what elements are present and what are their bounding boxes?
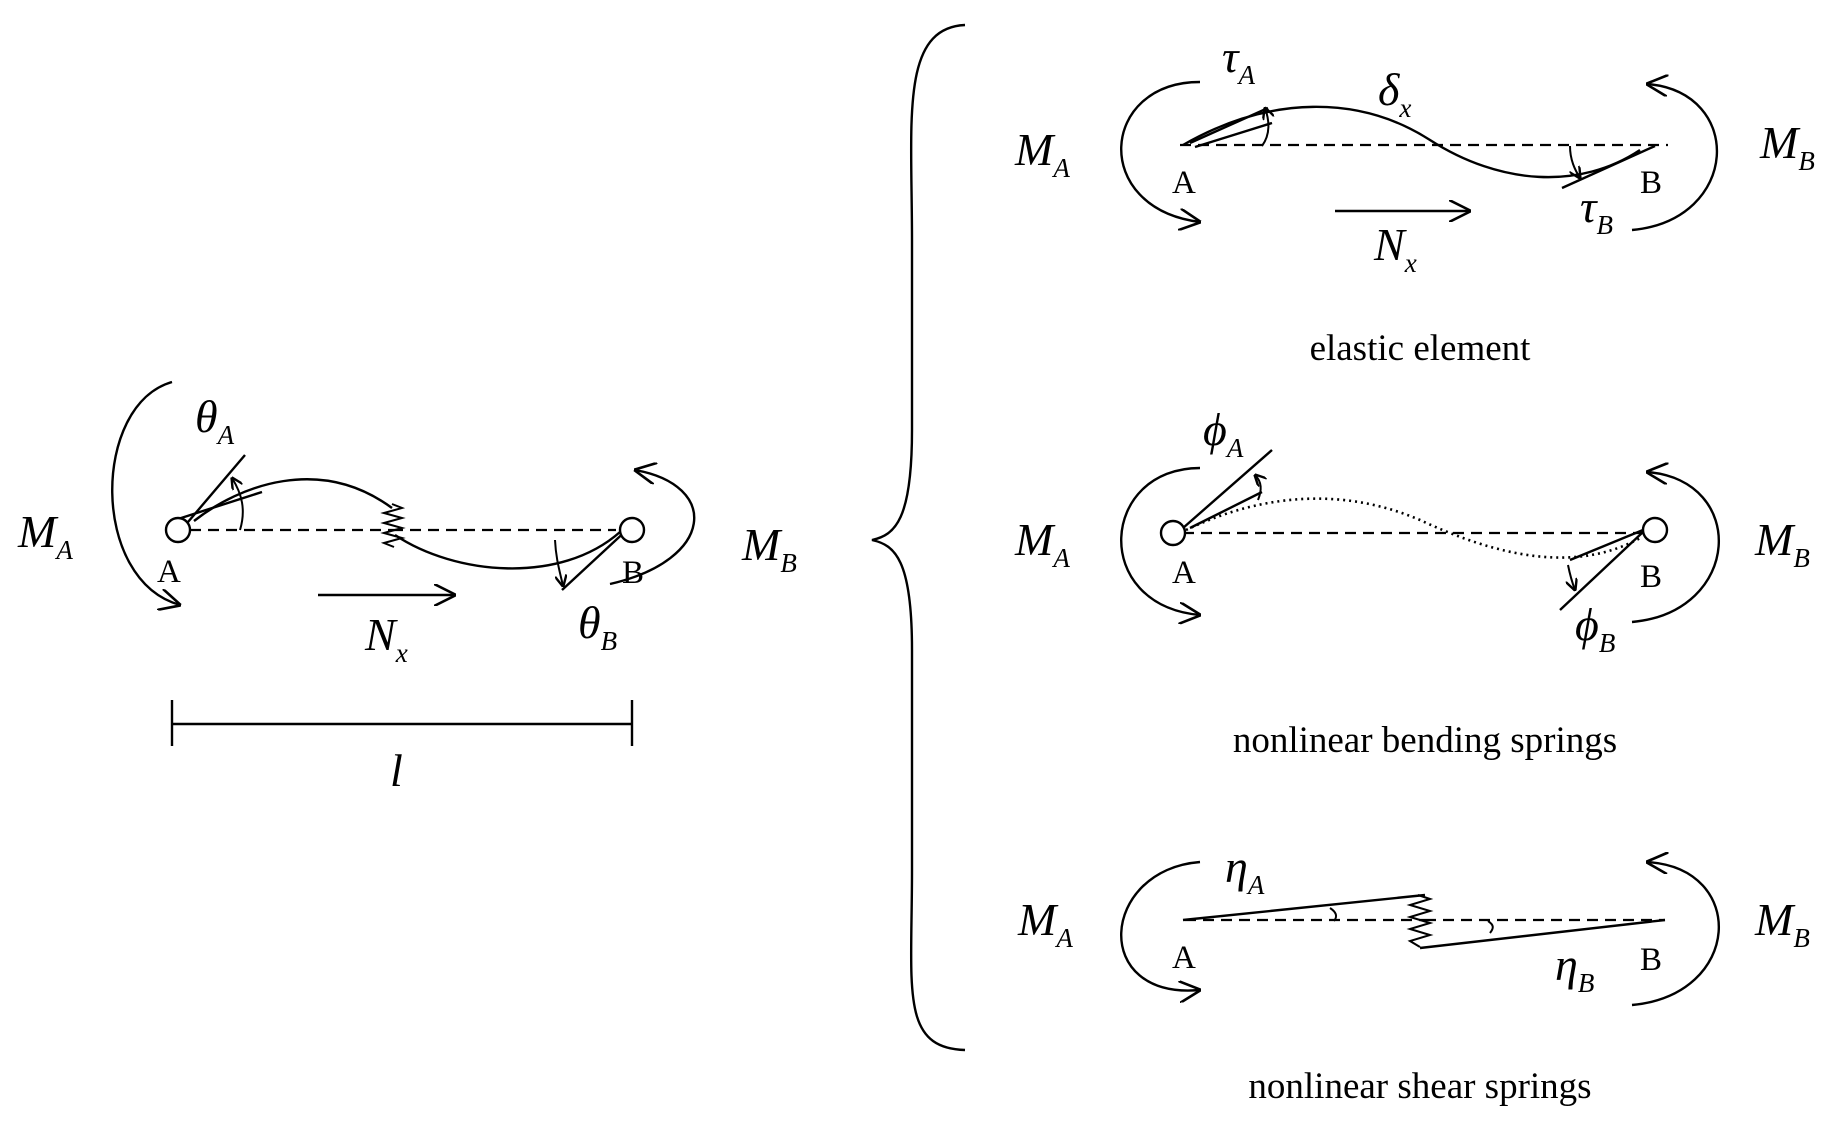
caption-bending-springs: nonlinear bending springs <box>1233 720 1617 761</box>
rotation-arc-a <box>1255 475 1261 501</box>
moment-arrow-b <box>1631 862 1721 1007</box>
shear-spring <box>1406 894 1434 948</box>
label-node-a: A <box>1172 555 1196 591</box>
label-rotation-a: ηA <box>1225 841 1265 900</box>
deflected-shape-left <box>193 478 393 522</box>
label-rotation-a: ϕA <box>1203 404 1244 463</box>
tangent-a <box>187 454 246 523</box>
label-rotation-b: ηB <box>1555 939 1594 998</box>
label-rotation-a: θA <box>195 391 235 450</box>
label-length: l <box>390 745 403 796</box>
rotation-arc-b <box>1569 145 1580 178</box>
chord-a-short <box>177 490 263 521</box>
moment-arrow-a <box>111 380 180 605</box>
label-deflection: δx <box>1378 64 1411 123</box>
tangent-a-inner <box>1194 121 1273 149</box>
moment-arrow-b <box>609 470 696 586</box>
hinge-b <box>1641 516 1669 544</box>
label-moment-b: MB <box>1759 117 1815 176</box>
label-moment-a: MA <box>17 506 73 565</box>
label-node-b: B <box>1640 942 1662 978</box>
elastic-element-panel: MA MB A B τA τB δx Nx elastic element <box>1014 31 1815 369</box>
chord-b-short <box>1569 528 1644 562</box>
caption-elastic-element: elastic element <box>1310 328 1532 369</box>
rotation-arc-a <box>1261 108 1268 147</box>
label-rotation-b: ϕB <box>1575 599 1615 658</box>
rotational-spring <box>380 503 406 548</box>
rotation-arc-a <box>1329 907 1338 922</box>
label-moment-b: MB <box>1754 894 1810 953</box>
hinge-b <box>618 516 646 544</box>
label-axial-force: Nx <box>364 609 408 668</box>
rotation-arc-b <box>554 539 563 586</box>
moment-arrow-b <box>1631 84 1719 232</box>
label-moment-b: MB <box>741 519 797 578</box>
moment-arrow-a <box>1120 466 1200 615</box>
tangent-a <box>1189 106 1269 145</box>
hinge-a <box>164 516 192 544</box>
moment-arrow-a <box>1120 860 1200 991</box>
tangent-b <box>561 526 631 591</box>
label-rotation-b: τB <box>1580 181 1613 240</box>
label-moment-a: MA <box>1014 124 1070 183</box>
shear-springs-panel: MA MB A B ηA ηB nonlinear shear springs <box>1017 841 1810 1107</box>
deflected-shape-dotted <box>1185 497 1643 559</box>
shear-segment-left <box>1182 893 1426 922</box>
rotation-arc-a <box>232 478 244 531</box>
caption-shear-springs: nonlinear shear springs <box>1248 1066 1591 1107</box>
label-node-a: A <box>157 554 181 590</box>
tangent-b <box>1559 531 1644 611</box>
deflected-shape-right <box>394 531 621 570</box>
label-rotation-a: τA <box>1222 31 1255 90</box>
label-node-a: A <box>1172 940 1196 976</box>
label-moment-a: MA <box>1017 894 1073 953</box>
tangent-a <box>1182 449 1273 529</box>
moment-arrow-b <box>1631 472 1721 624</box>
bending-springs-panel: MA MB A B ϕA ϕB nonlinear bending spring… <box>1014 404 1810 761</box>
rotation-arc-b <box>1568 564 1575 590</box>
label-moment-b: MB <box>1754 514 1810 573</box>
chord-a-short <box>1189 490 1263 530</box>
label-axial-force: Nx <box>1373 219 1417 278</box>
label-node-a: A <box>1172 165 1196 201</box>
curly-brace <box>871 23 966 1052</box>
rotation-arc-b <box>1487 920 1494 934</box>
label-node-b: B <box>622 555 644 591</box>
shear-segment-right <box>1419 918 1666 950</box>
label-node-b: B <box>1640 559 1662 595</box>
label-node-b: B <box>1640 165 1662 201</box>
left-beam-model: MA MB A B θA θB Nx l <box>17 380 797 796</box>
deflected-shape <box>1182 105 1641 179</box>
label-rotation-b: θB <box>578 597 617 656</box>
moment-arrow-a <box>1120 80 1200 222</box>
label-moment-a: MA <box>1014 514 1070 573</box>
hinge-a <box>1159 519 1187 547</box>
